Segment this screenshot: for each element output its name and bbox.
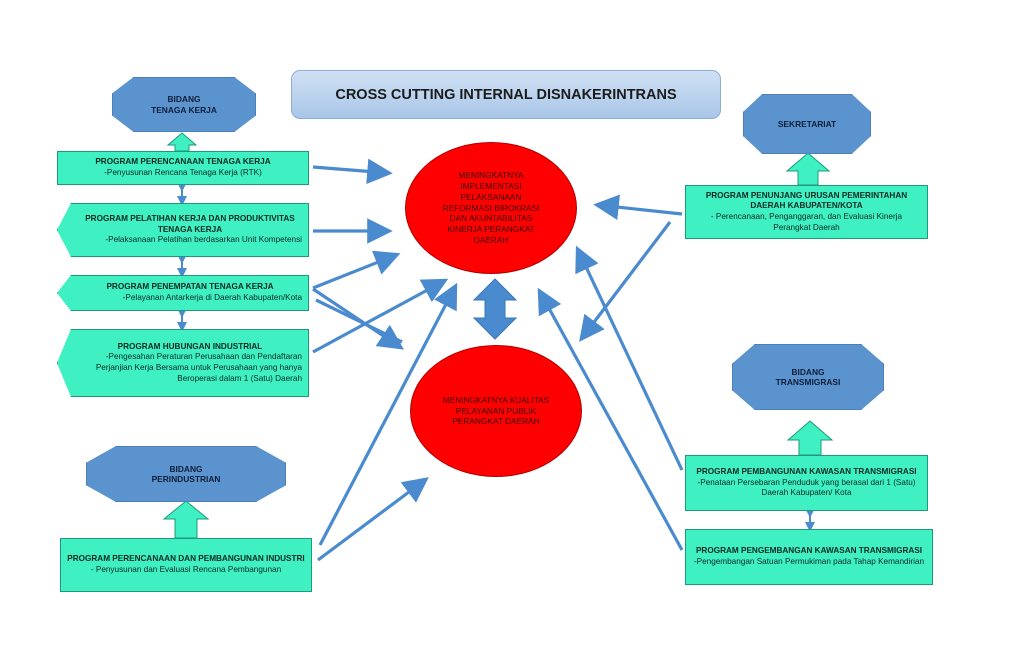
goal-kualitas-pelayanan: MENINGKATNYA KUALITAS PELAYANAN PUBLIK P… <box>410 345 582 477</box>
program-penempatan-tenaga-kerja: PROGRAM PENEMPATAN TENAGA KERJA -Pelayan… <box>57 275 309 311</box>
diagram-title: CROSS CUTTING INTERNAL DISNAKERINTRANS <box>291 70 721 119</box>
bidang-transmigrasi: BIDANG TRANSMIGRASI <box>732 344 884 410</box>
up-arrow-sekretariat <box>785 152 831 186</box>
arrow-hubungan-to-reformasi <box>312 278 449 354</box>
bidang-tenaga-kerja: BIDANG TENAGA KERJA <box>112 77 256 132</box>
arrow-penunjang-to-pelayanan <box>579 221 672 342</box>
arrow-hubungan-to-pelayanan <box>315 298 403 344</box>
bidang-sekretariat: SEKRETARIAT <box>743 94 871 154</box>
up-arrow-transmigrasi <box>786 420 834 456</box>
arrow-pembangunan-trans-to-reformasi <box>575 245 684 471</box>
bidirectional-block-arrow <box>472 278 518 340</box>
arrow-industri-to-reformasi <box>318 282 458 546</box>
arrow-pengembangan-trans-to-pelayanan <box>537 287 684 551</box>
program-penunjang-urusan: PROGRAM PENUNJANG URUSAN PEMERINTAHAN DA… <box>685 185 928 239</box>
arrow-industri-to-pelayanan <box>317 477 429 562</box>
program-pembangunan-kawasan-transmigrasi: PROGRAM PEMBANGUNAN KAWASAN TRANSMIGRASI… <box>685 455 928 511</box>
arrow-penunjang-to-reformasi <box>593 194 683 220</box>
up-arrow-perindustrian <box>162 500 210 539</box>
bidang-perindustrian: BIDANG PERINDUSTRIAN <box>86 446 286 502</box>
program-pelatihan-kerja: PROGRAM PELATIHAN KERJA DAN PRODUKTIVITA… <box>57 203 309 257</box>
program-pengembangan-kawasan-transmigrasi: PROGRAM PENGEMBANGAN KAWASAN TRANSMIGRAS… <box>685 529 933 585</box>
up-arrow-tenaga-kerja <box>166 132 198 152</box>
arrow-perencanaan-to-reformasi <box>312 158 393 185</box>
arrow-penempatan-to-reformasi <box>312 250 401 290</box>
program-hubungan-industrial: PROGRAM HUBUNGAN INDUSTRIAL -Pengesahan … <box>57 329 309 397</box>
program-pembangunan-industri: PROGRAM PERENCANAAN DAN PEMBANGUNAN INDU… <box>60 538 312 592</box>
goal-reformasi-birokrasi: MENINGKATNYA IMPLEMENTASI PELAKSANAAN RE… <box>405 142 577 274</box>
program-perencanaan-tenaga-kerja: PROGRAM PERENCANAAN TENAGA KERJA -Penyus… <box>57 151 309 185</box>
